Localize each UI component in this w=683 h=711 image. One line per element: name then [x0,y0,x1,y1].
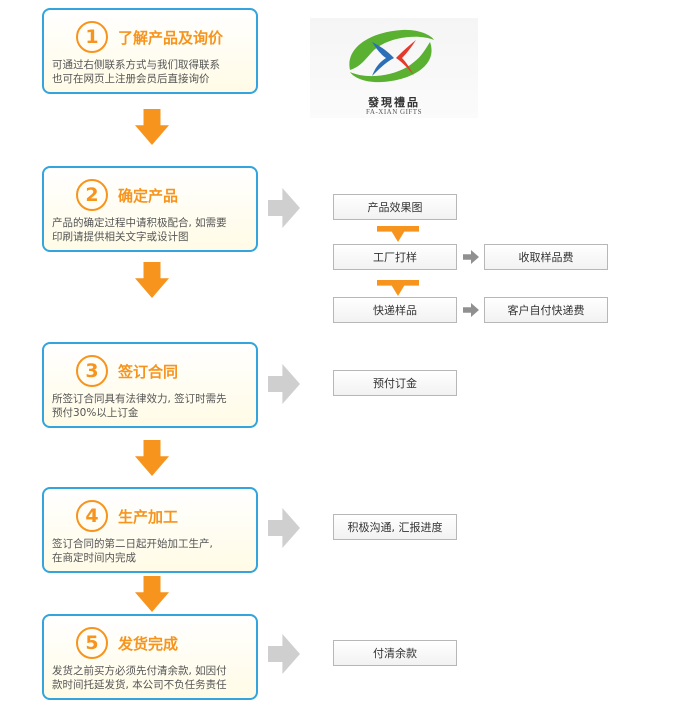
box-product-effect: 产品效果图 [333,194,457,220]
box-factory-sample: 工厂打样 [333,244,457,270]
step-5-title: 发货完成 [118,634,179,653]
box-deposit: 预付订金 [333,370,457,396]
small-right-arrow-icon [463,250,479,264]
step-5-description: 发货之前买方必须先付清余款, 如因付 款时间托延发货, 本公司不负任务责任 [52,665,227,691]
logo-name: 發現禮品 [368,96,420,109]
logo-subtitle: FA-XIAN GIFTS [366,108,422,116]
small-down-arrow-icon [377,280,419,296]
right-arrow-icon [268,364,300,404]
right-arrow-icon [268,634,300,674]
step-4-card: 4 生产加工 签订合同的第二日起开始加工生产, 在商定时间内完成 [42,487,258,573]
box-progress-report: 积极沟通, 汇报进度 [333,514,457,540]
step-2-description: 产品的确定过程中请积极配合, 如需要 印刷请提供相关文字或设计图 [52,217,227,243]
company-logo: 發現禮品 FA-XIAN GIFTS [310,18,478,118]
box-pay-balance: 付清余款 [333,640,457,666]
box-customer-express-fee: 客户自付快递费 [484,297,608,323]
small-down-arrow-icon [377,226,419,242]
step-1-number: 1 [76,21,108,53]
step-5-number: 5 [76,627,108,659]
step-3-description: 所签订合同具有法律效力, 签订时需先 预付30%以上订金 [52,393,227,419]
step-2-title: 确定产品 [118,186,179,205]
step-3-card: 3 签订合同 所签订合同具有法律效力, 签订时需先 预付30%以上订金 [42,342,258,428]
small-right-arrow-icon [463,303,479,317]
step-3-number: 3 [76,355,108,387]
box-sample-fee: 收取样品费 [484,244,608,270]
logo-mark-icon [349,29,434,83]
step-1-description: 可通过右侧联系方式与我们取得联系 也可在网页上注册会员后直接询价 [52,59,220,85]
down-arrow-icon [135,440,169,476]
step-1-card: 1 了解产品及询价 可通过右侧联系方式与我们取得联系 也可在网页上注册会员后直接… [42,8,258,94]
step-2-number: 2 [76,179,108,211]
right-arrow-icon [268,508,300,548]
down-arrow-icon [135,262,169,298]
step-5-card: 5 发货完成 发货之前买方必须先付清余款, 如因付 款时间托延发货, 本公司不负… [42,614,258,700]
down-arrow-icon [135,109,169,145]
step-3-title: 签订合同 [118,362,179,381]
step-4-description: 签订合同的第二日起开始加工生产, 在商定时间内完成 [52,538,213,564]
step-1-title: 了解产品及询价 [118,28,224,47]
box-express-sample: 快递样品 [333,297,457,323]
step-2-card: 2 确定产品 产品的确定过程中请积极配合, 如需要 印刷请提供相关文字或设计图 [42,166,258,252]
right-arrow-icon [268,188,300,228]
step-4-title: 生产加工 [118,507,179,526]
down-arrow-icon [135,576,169,612]
step-4-number: 4 [76,500,108,532]
